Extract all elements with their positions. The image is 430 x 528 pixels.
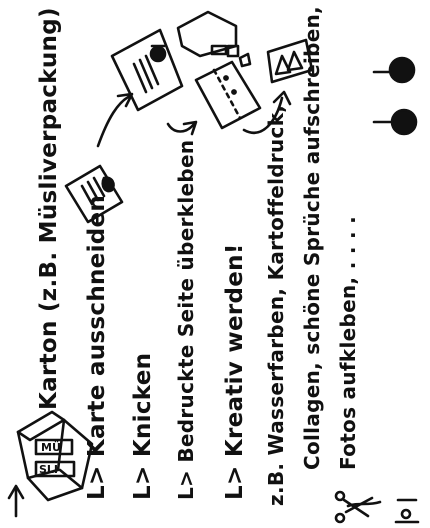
face-card-icon xyxy=(112,30,182,110)
cereal-box-icon: MÜ SLI xyxy=(18,412,92,500)
box-label-bottom: SLI xyxy=(39,463,58,476)
bedruckte-line: L> Bedruckte Seite überkleben xyxy=(174,140,198,500)
glue-stick-icon xyxy=(396,500,418,522)
box-label-top: MÜ xyxy=(41,440,61,454)
paper-scraps-icon xyxy=(178,12,250,66)
beispiele-line-1: z.B. Wasserfarben, Kartoffeldruck, xyxy=(264,105,288,506)
karton-line: Karton (z.B. Müsliverpackung) xyxy=(36,7,62,410)
curved-arrow-icon xyxy=(98,94,132,146)
arrow-to-folded-icon xyxy=(168,122,196,134)
beispiele-line-2: Collagen, schöne Sprüche aufschreiben, xyxy=(300,6,324,470)
start-arrow-icon xyxy=(9,486,23,516)
beispiele-line-3: Fotos aufkleben, . . . . xyxy=(336,216,360,470)
knicken-line: L> Knicken xyxy=(130,353,156,500)
folded-card-icon xyxy=(196,62,260,128)
karte-line: L> Karte ausschneiden xyxy=(84,195,110,500)
kreativ-line: L> Kreativ werden! xyxy=(222,243,248,500)
pin-icon xyxy=(374,58,416,134)
brush-icon xyxy=(336,492,380,522)
